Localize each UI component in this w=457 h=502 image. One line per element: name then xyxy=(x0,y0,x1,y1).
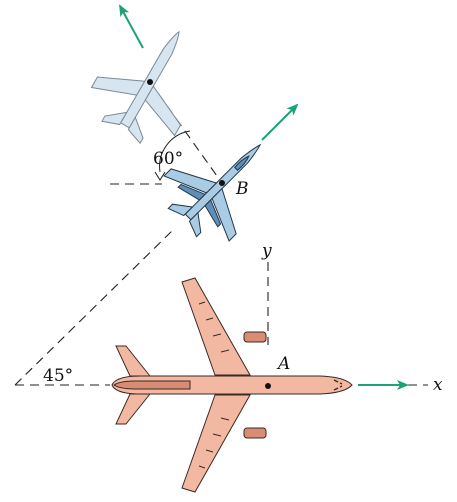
pale-jet-center-dot xyxy=(147,79,153,85)
airliner-tail-lower xyxy=(115,393,152,425)
airliner-flap-lines xyxy=(198,301,230,469)
x-axis-label: x xyxy=(433,375,443,395)
airliner-tail-fin xyxy=(113,380,191,390)
jet-b-center-dot xyxy=(219,180,225,186)
airliner-wing-lower xyxy=(181,394,251,493)
airliner-a-icon xyxy=(111,277,353,493)
airliner-engine-upper xyxy=(243,331,267,343)
velocity-arrow-jet-b xyxy=(261,103,299,141)
point-b-label: B xyxy=(235,179,249,199)
angle-60-arc xyxy=(159,130,191,173)
angle-60-label: 60° xyxy=(153,149,183,169)
airliner-cockpit-windows xyxy=(333,379,343,391)
airliner-wing-upper xyxy=(181,277,251,376)
velocity-arrow-pale-jet xyxy=(119,4,144,49)
angle-45-label: 45° xyxy=(43,366,73,386)
line-of-sight-45deg xyxy=(14,227,176,386)
y-axis-label: y xyxy=(261,241,272,261)
angle-60-tick xyxy=(154,171,166,181)
airliner-tail-upper xyxy=(115,345,152,377)
airliner-center-dot xyxy=(265,383,271,389)
airliner-engine-lower xyxy=(243,427,267,439)
point-a-label: A xyxy=(276,354,290,374)
